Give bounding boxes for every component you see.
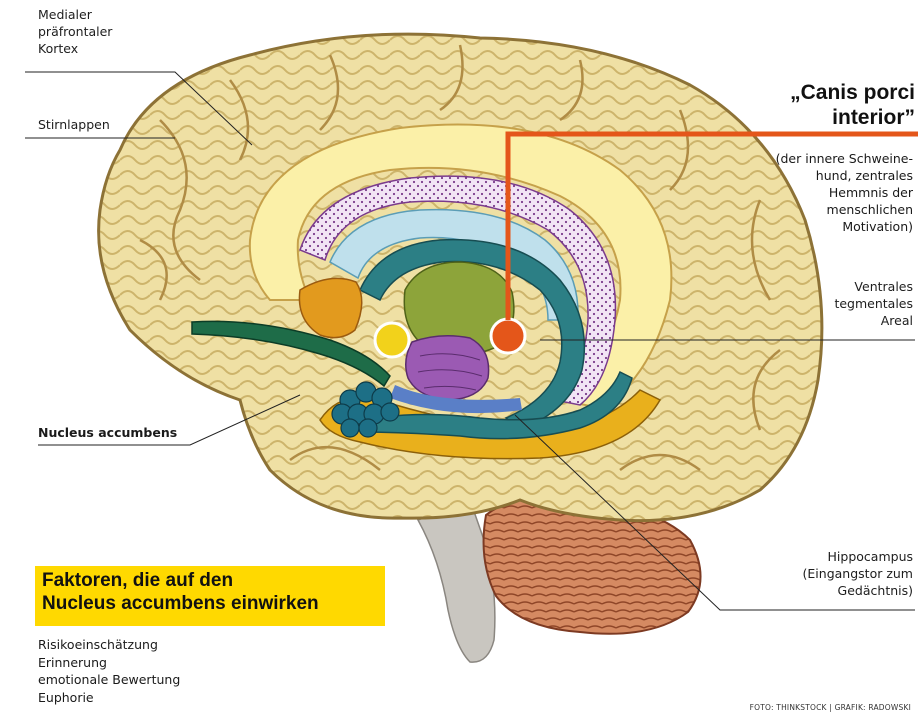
nucleus-dot [375, 323, 409, 357]
midbrain [406, 336, 489, 400]
label-hippocampus: Hippocampus (Eingangstor zum Gedächtnis) [803, 548, 913, 599]
callout-title: „Canis porci interior” [790, 80, 915, 130]
photo-credit: FOTO: THINKSTOCK | GRAFIK: RADOWSKI [750, 703, 911, 712]
list-item: Erinnerung [38, 654, 180, 672]
list-item: emotionale Bewertung [38, 671, 180, 689]
label-ventrales-tegmentales-areal: Ventrales tegmentales Areal [834, 278, 913, 329]
label-medialer-kortex: Medialer präfrontaler Kortex [38, 6, 112, 57]
brain-stem [418, 500, 495, 662]
label-stirnlappen: Stirnlappen [38, 116, 110, 133]
list-item: Risikoeinschätzung [38, 636, 180, 654]
label-nucleus-accumbens: Nucleus accumbens [38, 425, 177, 440]
factors-title: Faktoren, die auf den Nucleus accumbens … [42, 569, 319, 615]
callout-description: (der innere Schweine- hund, zentrales He… [776, 150, 913, 235]
list-item: Euphorie [38, 689, 180, 707]
factors-list: Risikoeinschätzung Erinnerung emotionale… [38, 636, 180, 706]
vta-dot [491, 319, 525, 353]
